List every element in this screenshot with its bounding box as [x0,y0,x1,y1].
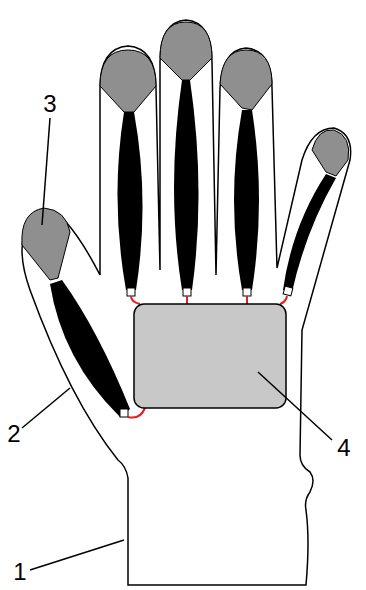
fingertip-pad [160,22,212,80]
callout-number: 3 [43,92,56,116]
sensor-terminal [183,288,191,296]
flex-sensor [283,174,336,292]
flex-sensor [234,110,259,290]
fingertip-pad [312,130,349,176]
sensor-terminal [283,286,293,296]
flex-sensor [50,280,130,417]
callout-number: 2 [7,422,20,446]
sensor-terminal [120,409,128,417]
sensor-wires [128,296,287,418]
sensor-terminal [243,288,251,296]
flex-sensor [174,80,199,290]
control-unit [134,304,286,408]
fingertip-pad [100,50,156,112]
flex-sensor [117,112,142,290]
sensor-terminal [127,288,135,296]
fingertip-pad [22,208,70,280]
callout-number: 1 [13,560,26,584]
leader-lines [22,118,332,570]
callout-number: 4 [337,436,350,460]
glove-outline [22,20,351,585]
fingertip-pad [220,50,272,110]
